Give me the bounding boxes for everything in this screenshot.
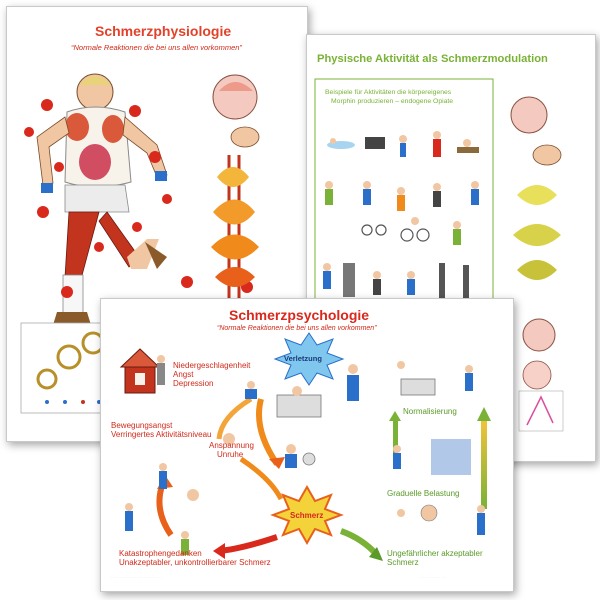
label-unruhe: Unruhe [217, 450, 244, 459]
label-unakzeptabler-schmerz: Unakzeptabler, unkontrollierbarer Schmer… [119, 558, 271, 567]
fine-print-left: · · · · · · · · · · · · · · · · · · · · … [111, 575, 162, 579]
people-figures [125, 355, 485, 555]
label-katastrophengedanken: Katastrophengedanken [119, 549, 202, 558]
schmerz-burst [270, 484, 344, 546]
schmerz-center-label: Schmerz [290, 511, 324, 520]
house-illustration [119, 348, 161, 394]
poster-schmerzphysiologie: Schmerzphysiologie “Normale Reaktionen d… [6, 6, 308, 442]
poster3-subtitle: “Normale Reaktionen die bei uns allen vo… [217, 325, 377, 332]
label-angst: Angst [173, 370, 194, 379]
label-graduelle-belastung: Graduelle Belastung [387, 489, 460, 498]
verletzung-label: Verletzung [284, 354, 322, 363]
label-anspannung: Anspannung [209, 441, 254, 450]
verletzung-burst [273, 332, 345, 386]
label-niedergeschlagenheit: Niedergeschlagenheit [173, 361, 251, 370]
activity-figures [323, 131, 479, 299]
label-aktivitaetsniveau: Verringertes Aktivitätsniveau [111, 430, 212, 439]
poster2-illustration [314, 78, 564, 432]
pain-pathway [211, 155, 259, 307]
label-normalisierung: Normalisierung [403, 407, 457, 416]
poster-schmerzpsychologie: Schmerzpsychologie “Normale Reaktionen d… [100, 298, 514, 592]
poster1-illustration [20, 73, 260, 414]
label-depression: Depression [173, 379, 214, 388]
poster3-title: Schmerzpsychologie [229, 307, 370, 323]
runner-figure [36, 73, 168, 325]
poster1-title: Schmerzphysiologie [95, 23, 232, 39]
brain-modulation [510, 96, 564, 432]
poster1-subtitle: “Normale Reaktionen die bei uns allen vo… [71, 43, 242, 52]
label-schmerz-akzeptabel: Schmerz [387, 558, 419, 567]
poster2-subtitle-line1: Beispiele für Aktivitäten die körpereige… [325, 89, 452, 96]
label-bewegungsangst: Bewegungsangst [111, 421, 173, 430]
pain-devils [24, 99, 253, 312]
poster2-title: Physische Aktivität als Schmerzmodulatio… [317, 53, 548, 65]
fine-print-right: · · · · · · · · · · · · · · · [419, 575, 446, 579]
poster3-illustration [119, 332, 491, 561]
brain-head [212, 74, 260, 148]
poster2-subtitle-line2: Morphin produzieren – endogene Opiate [331, 98, 454, 105]
label-ungefaehrlicher: Ungefährlicher akzeptabler [387, 549, 483, 558]
